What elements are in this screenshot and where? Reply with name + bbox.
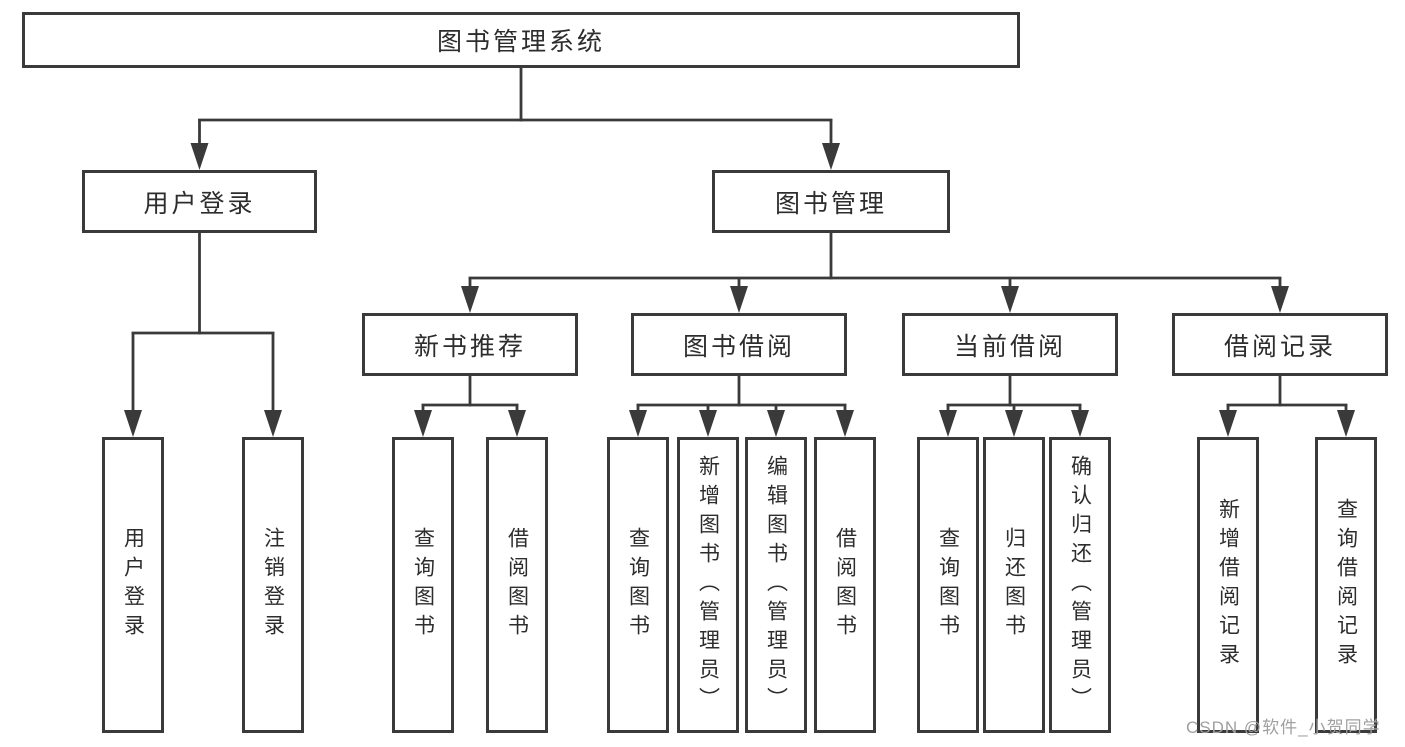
node-user-login: 用户登录: [82, 170, 317, 233]
node-current-borrow: 当前借阅: [902, 313, 1118, 376]
leaf-query-books-recommend: 查询图书: [392, 437, 454, 733]
node-book-borrow: 图书借阅: [631, 313, 847, 376]
leaf-borrow-books-recommend: 借阅图书: [486, 437, 548, 733]
leaf-borrow-books: 借阅图书: [814, 437, 876, 733]
node-borrow-records: 借阅记录: [1172, 313, 1388, 376]
leaf-add-borrow-record: 新增借阅记录: [1197, 437, 1259, 733]
node-new-book-recommend: 新书推荐: [362, 313, 578, 376]
node-root: 图书管理系统: [22, 12, 1020, 68]
leaf-add-book-admin: 新增图书（管理员）: [677, 437, 739, 733]
leaf-edit-book-admin: 编辑图书（管理员）: [745, 437, 807, 733]
leaf-query-books-borrow: 查询图书: [607, 437, 669, 733]
leaf-query-borrow-record: 查询借阅记录: [1315, 437, 1377, 733]
leaf-query-books-current: 查询图书: [917, 437, 979, 733]
csdn-watermark: CSDN @软件_小贺同学: [1186, 718, 1381, 737]
leaf-user-login: 用户登录: [102, 437, 164, 733]
leaf-logout: 注销登录: [242, 437, 304, 733]
leaf-confirm-return-admin: 确认归还（管理员）: [1049, 437, 1111, 733]
leaf-return-book: 归还图书: [983, 437, 1045, 733]
node-book-management: 图书管理: [712, 170, 950, 233]
